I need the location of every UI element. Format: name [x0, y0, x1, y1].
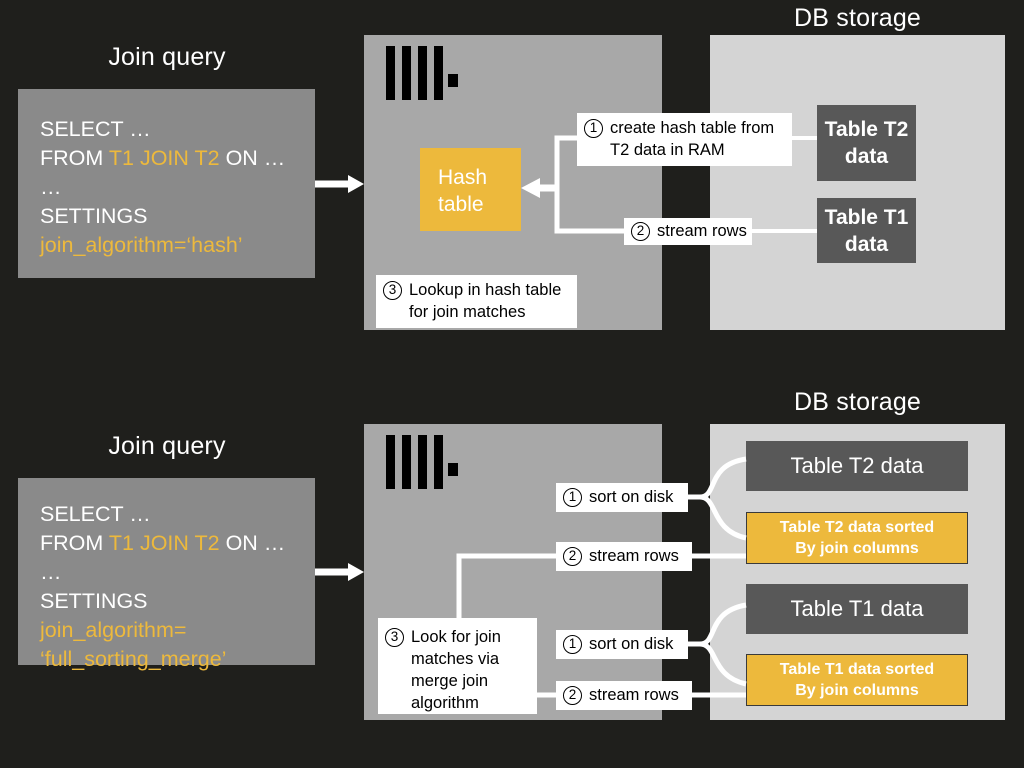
- callout-t2-sort-on-disk: 1 sort on disk: [556, 483, 688, 512]
- query-line-settings: SETTINGS: [40, 204, 148, 228]
- step-number-1: 1: [584, 119, 603, 138]
- db-storage-title-top: DB storage: [793, 4, 922, 32]
- step-number-2-t2: 2: [563, 546, 582, 566]
- join-query-box-bottom: SELECT … FROM T1 JOIN T2 ON … … SETTINGS…: [18, 478, 315, 671]
- query-from-keyword-b: FROM: [40, 531, 109, 555]
- table-t2-label: Table T2 data: [790, 453, 924, 478]
- table-t2-data-block-bottom: Table T2 data: [746, 441, 968, 491]
- query-on-clause: ON …: [219, 146, 286, 170]
- step-number-2: 2: [631, 221, 650, 241]
- step-number-3-merge: 3: [385, 628, 404, 647]
- db-storage-title-bottom: DB storage: [793, 388, 922, 416]
- join-query-title-top: Join query: [108, 43, 226, 71]
- table-t1-line2: data: [844, 232, 889, 256]
- table-t1-sorted-line2: By join columns: [795, 682, 919, 699]
- query-line-from-b: FROM T1 JOIN T2 ON …: [40, 529, 293, 558]
- callout-t2-stream-text: stream rows: [589, 547, 679, 565]
- callout-t1-sort-on-disk: 1 sort on disk: [556, 630, 688, 659]
- query-to-server-arrow-bottom: [315, 563, 364, 581]
- query-join-tables-b: T1 JOIN T2: [108, 531, 220, 555]
- query-line-ellipsis: …: [40, 175, 63, 199]
- callout-t2-sort-text: sort on disk: [589, 488, 674, 506]
- query-join-tables: T1 JOIN T2: [108, 146, 220, 170]
- query-line-join-algorithm: join_algorithm=‘hash’: [40, 233, 243, 257]
- hash-table-label-line1: Hash: [438, 166, 488, 189]
- query-line-select-b: SELECT …: [40, 502, 151, 526]
- callout-step3-lookup-hash-table: 3 Lookup in hash table for join matches: [376, 275, 577, 328]
- callout-t1-sort-text: sort on disk: [589, 635, 674, 653]
- table-t1-data-block-bottom: Table T1 data: [746, 584, 968, 634]
- hash-table-block: Hash table: [420, 148, 521, 231]
- table-t2-sorted-line2: By join columns: [795, 540, 919, 557]
- query-line-join-algorithm-value-b: ‘full_sorting_merge’: [40, 647, 227, 671]
- clickhouse-logo-icon-top: [386, 46, 466, 102]
- callout-step2-text: stream rows: [657, 222, 747, 240]
- callout-step2-stream-rows-top: 2 stream rows: [624, 218, 752, 245]
- table-t1-line1: Table T1: [824, 205, 909, 229]
- callout-t1-stream-rows: 2 stream rows: [556, 681, 692, 710]
- query-to-server-arrow-top: [315, 175, 364, 193]
- query-line-join-algorithm-b: join_algorithm=: [40, 618, 187, 642]
- query-on-clause-b: ON …: [219, 531, 286, 555]
- table-t1-sorted-block: Table T1 data sorted By join columns: [746, 654, 968, 706]
- callout-step3-merge-text: Look for join matches via merge join alg…: [411, 628, 501, 712]
- table-t1-sorted-line1: Table T1 data sorted: [779, 661, 935, 678]
- callout-step3-text: Lookup in hash table for join matches: [409, 281, 562, 321]
- step-number-1-t1: 1: [563, 634, 582, 654]
- hash-table-label-line2: table: [438, 193, 484, 216]
- query-line-select: SELECT …: [40, 117, 151, 141]
- table-t2-sorted-block: Table T2 data sorted By join columns: [746, 512, 968, 564]
- query-line-ellipsis-b: …: [40, 560, 63, 584]
- join-query-title-bottom: Join query: [108, 432, 226, 460]
- query-line-from: FROM T1 JOIN T2 ON …: [40, 144, 293, 173]
- step-number-3: 3: [383, 281, 402, 300]
- db-storage-panel-top: [710, 35, 1005, 330]
- query-from-keyword: FROM: [40, 146, 109, 170]
- callout-step3-merge-join: 3 Look for join matches via merge join a…: [378, 618, 537, 714]
- query-line-settings-b: SETTINGS: [40, 589, 148, 613]
- step-number-2-t1: 2: [563, 685, 582, 705]
- step-number-1-t2: 1: [563, 487, 582, 507]
- callout-t2-stream-rows: 2 stream rows: [556, 542, 692, 571]
- join-query-box-top: SELECT … FROM T1 JOIN T2 ON … … SETTINGS…: [18, 89, 315, 278]
- callout-step1-text: create hash table from T2 data in RAM: [610, 119, 775, 159]
- table-t1-data-block-top: Table T1 data: [817, 198, 916, 263]
- table-t2-sorted-line1: Table T2 data sorted: [779, 519, 935, 536]
- table-t2-line1: Table T2: [824, 118, 909, 141]
- callout-t1-stream-text: stream rows: [589, 686, 679, 704]
- clickhouse-logo-icon-bottom: [386, 435, 466, 491]
- table-t2-data-block-top: Table T2 data: [817, 105, 916, 181]
- table-t1-label: Table T1 data: [790, 596, 924, 621]
- callout-step1-create-hash-table: 1 create hash table from T2 data in RAM: [577, 113, 792, 166]
- table-t2-line2: data: [844, 145, 889, 168]
